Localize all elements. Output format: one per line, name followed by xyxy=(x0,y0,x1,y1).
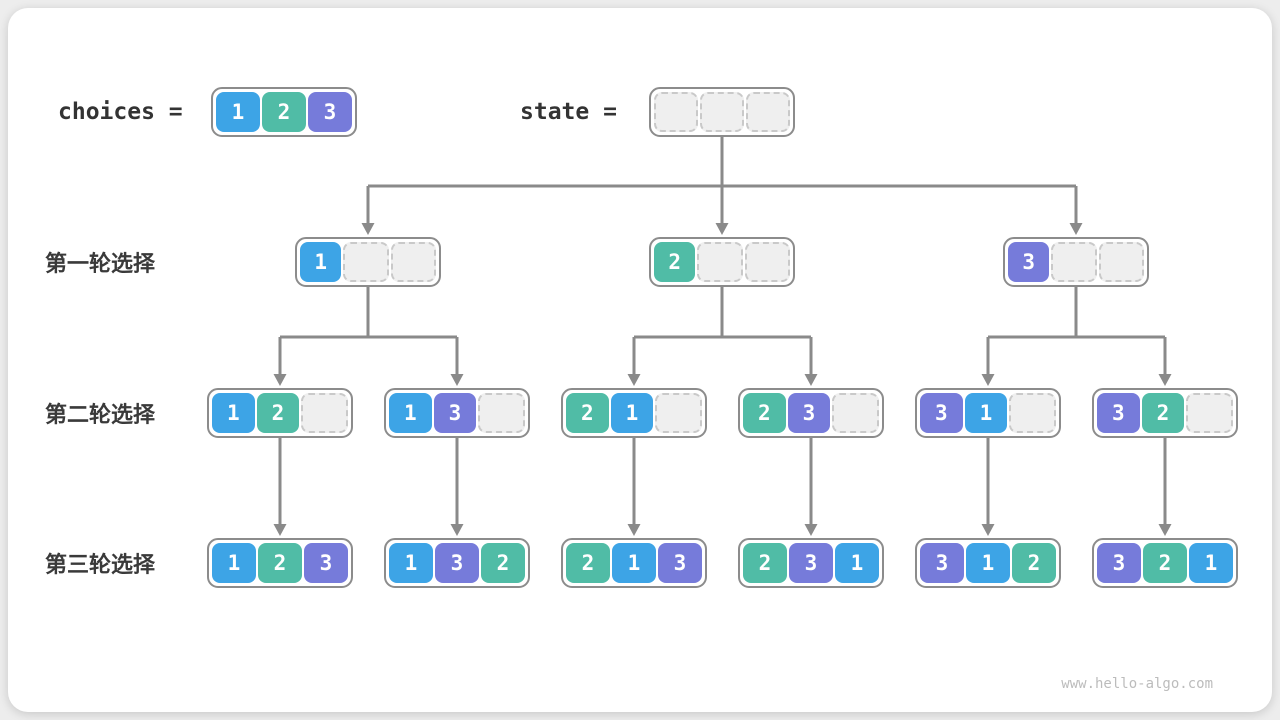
cell-value: 2 xyxy=(654,242,696,282)
choices-label: choices = xyxy=(58,99,183,125)
cell-empty xyxy=(655,393,703,433)
cell-empty xyxy=(1098,242,1144,282)
cell-value: 1 xyxy=(212,393,255,433)
cell-empty xyxy=(832,393,880,433)
cell-empty xyxy=(478,393,526,433)
cell-empty xyxy=(700,92,744,132)
cell-value: 3 xyxy=(920,393,963,433)
cell-value: 1 xyxy=(612,543,656,583)
cell-value: 3 xyxy=(1097,393,1140,433)
cell-empty xyxy=(1009,393,1057,433)
cell-value: 1 xyxy=(835,543,879,583)
cell-empty xyxy=(301,393,349,433)
cell-empty xyxy=(654,92,698,132)
cell-empty xyxy=(390,242,436,282)
cell-value: 3 xyxy=(435,543,479,583)
cell-empty xyxy=(697,242,743,282)
diagram-card xyxy=(8,8,1272,712)
cell-value: 1 xyxy=(389,543,433,583)
cell-value: 1 xyxy=(610,393,654,433)
cell-empty xyxy=(343,242,389,282)
cell-value: 2 xyxy=(481,543,525,583)
cell-value: 2 xyxy=(566,543,610,583)
round3-label: 第三轮选择 xyxy=(45,553,156,578)
cell-value: 1 xyxy=(389,393,432,433)
cell-empty xyxy=(746,92,790,132)
cell-value: 1 xyxy=(216,92,260,132)
cell-value: 1 xyxy=(212,543,256,583)
watermark: www.hello-algo.com xyxy=(1061,676,1213,692)
cell-value: 2 xyxy=(743,393,786,433)
cell-value: 3 xyxy=(304,543,348,583)
cell-value: 3 xyxy=(1008,242,1050,282)
round1-label: 第一轮选择 xyxy=(45,252,156,277)
cell-value: 3 xyxy=(920,543,964,583)
cell-empty xyxy=(1051,242,1097,282)
cell-value: 2 xyxy=(743,543,787,583)
cell-empty xyxy=(744,242,790,282)
round1-node-2: 2 xyxy=(649,237,795,287)
cell-value: 3 xyxy=(787,393,831,433)
cell-value: 3 xyxy=(789,543,833,583)
cell-value: 3 xyxy=(433,393,477,433)
cell-value: 1 xyxy=(300,242,342,282)
cell-value: 2 xyxy=(256,393,300,433)
cell-value: 2 xyxy=(1012,543,1056,583)
cell-value: 1 xyxy=(1189,543,1233,583)
cell-value: 1 xyxy=(964,393,1008,433)
round2-label: 第二轮选择 xyxy=(45,403,156,428)
cell-value: 3 xyxy=(1097,543,1141,583)
cell-empty xyxy=(1186,393,1234,433)
cell-value: 2 xyxy=(1143,543,1187,583)
cell-value: 3 xyxy=(308,92,352,132)
cell-value: 3 xyxy=(658,543,702,583)
state-label: state = xyxy=(520,99,617,125)
cell-value: 2 xyxy=(566,393,609,433)
state-array xyxy=(649,87,795,137)
round1-node-3: 3 xyxy=(1003,237,1149,287)
cell-value: 2 xyxy=(262,92,306,132)
cell-value: 2 xyxy=(1141,393,1185,433)
round1-node-1: 1 xyxy=(295,237,441,287)
cell-value: 2 xyxy=(258,543,302,583)
cell-value: 1 xyxy=(966,543,1010,583)
